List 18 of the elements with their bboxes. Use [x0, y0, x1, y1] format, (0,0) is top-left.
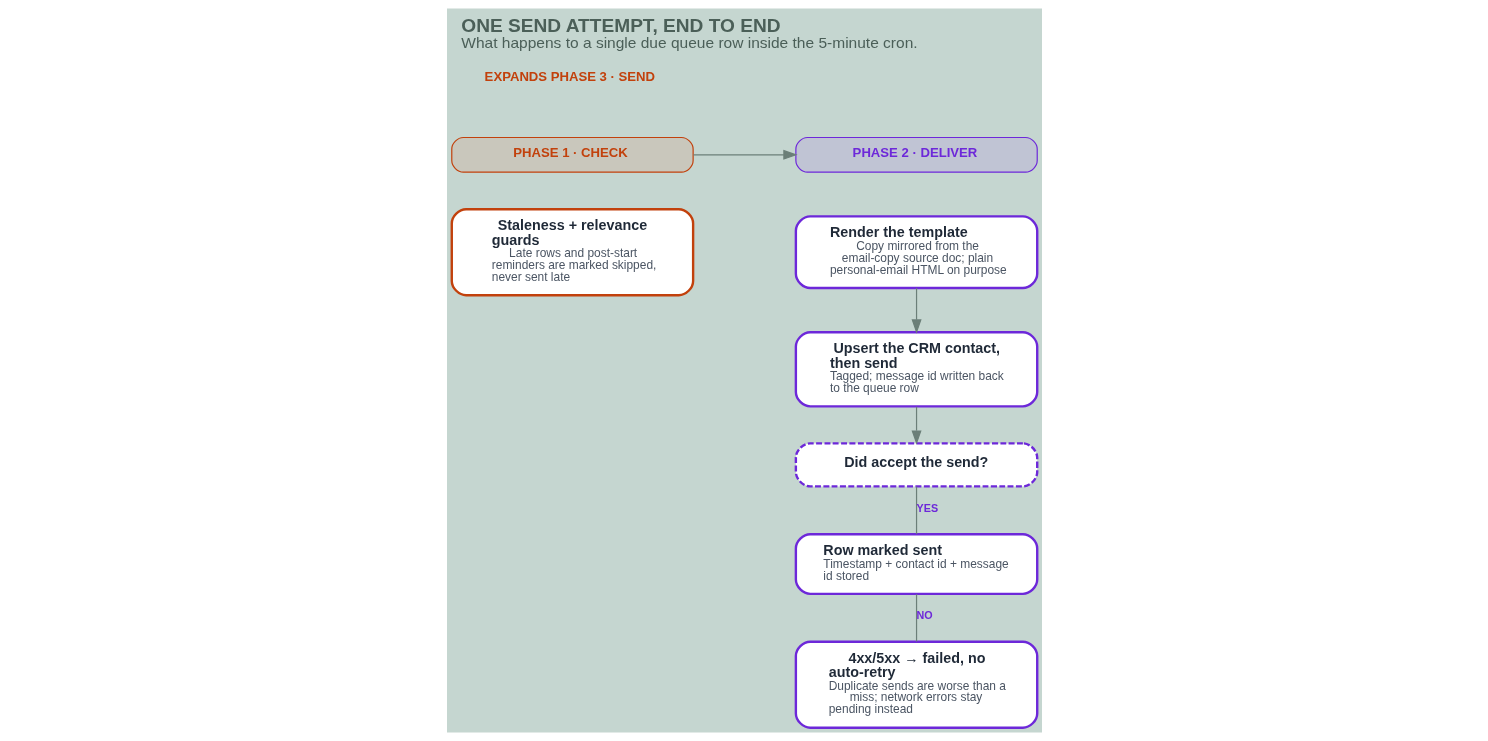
node-box: PHASE 1 · CHECK	[450, 136, 694, 173]
label: EXPANDS PHASE 3 · SEND	[484, 69, 655, 85]
edge-label: YES	[916, 501, 938, 514]
diagram-title: ONE SEND ATTEMPT, END TO END	[460, 15, 781, 37]
arrow	[911, 287, 922, 334]
node-box: Did accept the send?	[794, 442, 1038, 488]
node-box: Upsert the CRM contact, then send Tagged; message id written back to the queue row	[794, 331, 1038, 408]
node-box: PHASE 2 · DELIVER	[794, 136, 1038, 173]
connector	[915, 486, 917, 535]
caption: What happens to a single due queue row inside the 5-minute cron.	[460, 34, 918, 52]
node-box: 4xx/5xx → failed, no auto-retry Duplicate sends are worse than a miss; network errors stay pending instead	[794, 640, 1038, 729]
arrow	[911, 406, 922, 445]
connector	[915, 593, 917, 643]
arrow	[692, 149, 798, 160]
node-box: Render the template Copy mirrored from the email-copy source doc; plain personal-email HTML on purpose	[794, 215, 1038, 290]
node-box: Staleness + relevance guards Late rows and post-start reminders are marked skipped, never sent late	[450, 208, 694, 297]
node-box: Row marked sent Timestamp + contact id + message id stored	[794, 533, 1038, 596]
edge-label: NO	[916, 609, 933, 622]
